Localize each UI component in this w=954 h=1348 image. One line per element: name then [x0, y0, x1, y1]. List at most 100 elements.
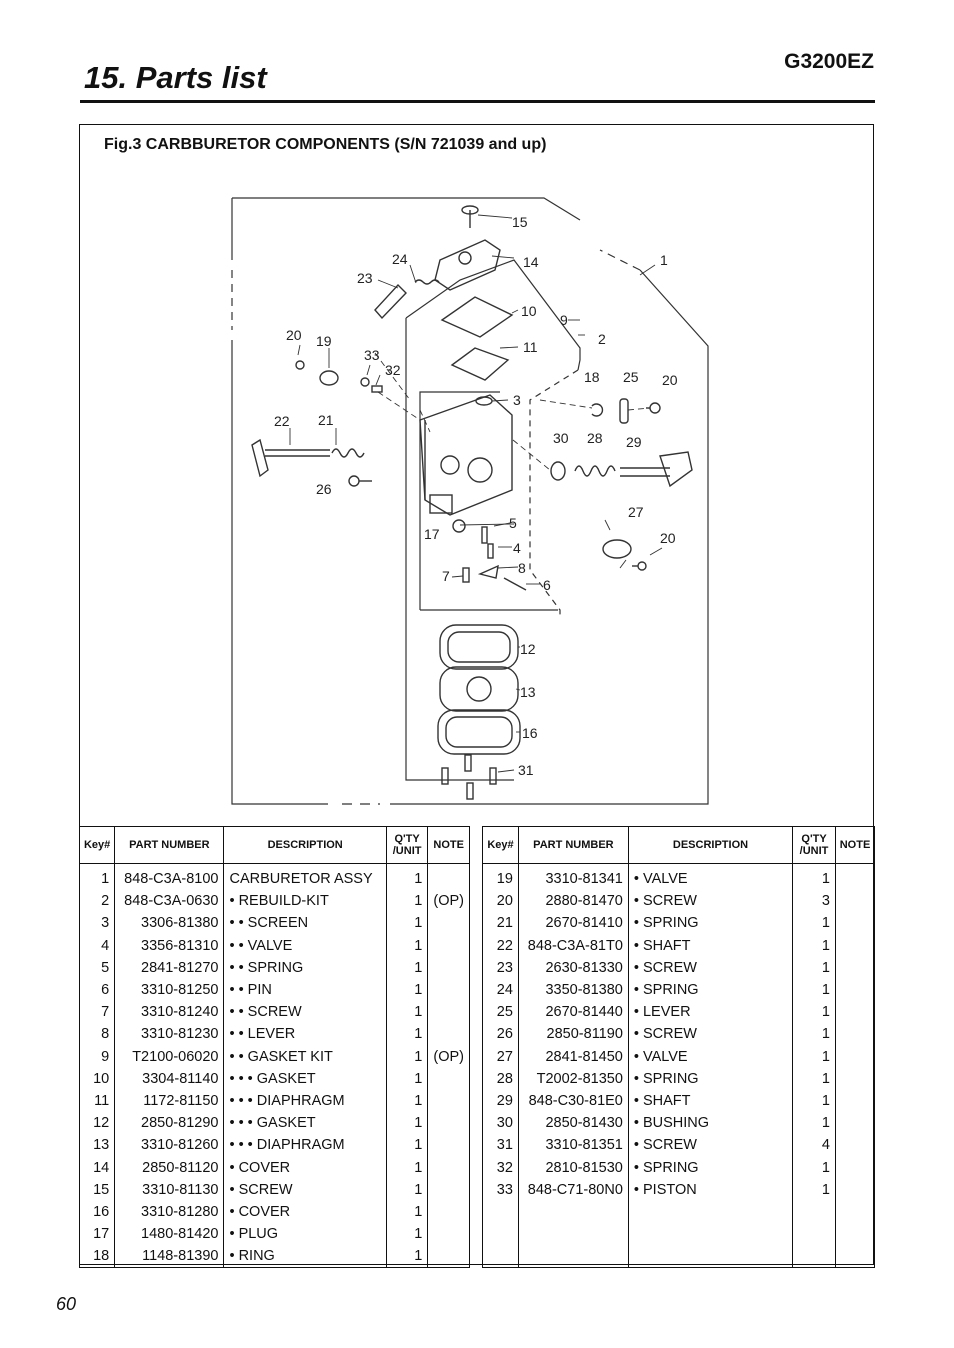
description-cell: • • SPRING — [223, 956, 387, 979]
note-cell — [427, 1178, 470, 1201]
header-part-number: PART NUMBER — [114, 826, 225, 864]
qty-cell: 1 — [385, 912, 429, 935]
note-cell — [427, 1001, 470, 1024]
part-number-cell: 3304-81140 — [114, 1067, 225, 1090]
part-number-cell: 3350-81380 — [517, 978, 629, 1002]
part-number-cell: 3310-81341 — [517, 863, 629, 891]
description-cell: • REBUILD-KIT — [223, 890, 387, 913]
description-cell: • SCREW — [627, 1134, 794, 1157]
note-cell — [835, 934, 875, 957]
key-cell: 27 — [482, 1045, 519, 1068]
part-number-cell: 2841-81270 — [114, 956, 225, 979]
key-cell: 11 — [78, 1089, 116, 1113]
note-cell — [835, 1045, 875, 1068]
description-cell: • LEVER — [627, 1001, 794, 1024]
note-cell — [835, 978, 875, 1002]
key-cell: 5 — [78, 956, 116, 979]
qty-cell: 1 — [385, 1067, 429, 1090]
description-cell: • SCREW — [223, 1178, 387, 1201]
qty-cell: 1 — [792, 1023, 836, 1046]
note-cell — [835, 1178, 875, 1201]
callout-19: 19 — [316, 333, 332, 349]
callout-18: 18 — [584, 369, 600, 385]
key-cell: 23 — [482, 956, 519, 979]
callout-27: 27 — [628, 504, 644, 520]
part-number-cell: 2630-81330 — [517, 956, 629, 979]
note-cell — [835, 1156, 875, 1179]
part-number-cell: 2850-81190 — [517, 1023, 629, 1046]
part-number-cell: 1480-81420 — [114, 1223, 225, 1246]
part-number-cell: 3310-81280 — [114, 1200, 225, 1223]
qty-cell — [792, 1245, 836, 1269]
description-cell: • • LEVER — [223, 1023, 387, 1046]
note-cell — [835, 956, 875, 979]
key-cell: 3 — [78, 912, 116, 935]
qty-cell: 1 — [385, 1001, 429, 1024]
part-number-cell: 2810-81530 — [517, 1156, 629, 1179]
description-cell: • • • DIAPHRAGM — [223, 1134, 387, 1157]
description-cell: • • GASKET KIT — [223, 1045, 387, 1068]
callout-32: 32 — [385, 362, 401, 378]
description-cell: • • • GASKET — [223, 1067, 387, 1090]
callout-22: 22 — [274, 413, 290, 429]
description-cell: • • VALVE — [223, 934, 387, 957]
qty-cell: 1 — [792, 1001, 836, 1024]
description-cell: • SPRING — [627, 1067, 794, 1090]
note-cell — [835, 1223, 875, 1246]
qty-cell: 1 — [385, 1023, 429, 1046]
header-note: NOTE — [427, 826, 470, 864]
qty-cell: 1 — [385, 1112, 429, 1135]
callout-7: 7 — [442, 568, 450, 584]
key-cell: 4 — [78, 934, 116, 957]
key-cell: 30 — [482, 1112, 519, 1135]
callout-9: 9 — [560, 312, 568, 328]
part-number-cell: 848-C3A-8100 — [114, 863, 225, 891]
callout-26: 26 — [316, 481, 332, 497]
qty-cell: 1 — [792, 978, 836, 1002]
part-number-cell — [517, 1223, 629, 1246]
part-number-cell: 848-C3A-81T0 — [517, 934, 629, 957]
description-cell: • SCREW — [627, 1023, 794, 1046]
header-description: DESCRIPTION — [627, 826, 794, 864]
key-cell — [482, 1223, 519, 1246]
table-header-row: Key# PART NUMBER DESCRIPTION Q'TY/UNIT N… — [78, 826, 470, 864]
parts-table-right: Key# PART NUMBER DESCRIPTION Q'TY/UNIT N… — [482, 826, 875, 1269]
note-cell — [835, 1112, 875, 1135]
note-cell — [427, 1023, 470, 1046]
note-cell — [427, 1156, 470, 1179]
key-cell: 16 — [78, 1200, 116, 1223]
note-cell — [427, 934, 470, 957]
key-cell: 15 — [78, 1178, 116, 1201]
key-cell — [482, 1200, 519, 1223]
callout-11: 11 — [523, 339, 538, 355]
qty-cell: 1 — [385, 1178, 429, 1201]
qty-cell: 1 — [792, 863, 836, 891]
description-cell: • • SCREEN — [223, 912, 387, 935]
note-cell — [427, 1112, 470, 1135]
part-number-cell: 1172-81150 — [114, 1089, 225, 1113]
key-cell: 20 — [482, 890, 519, 913]
key-cell: 29 — [482, 1089, 519, 1113]
key-cell: 8 — [78, 1023, 116, 1046]
note-cell — [427, 1067, 470, 1090]
description-cell: • PLUG — [223, 1223, 387, 1246]
qty-cell: 1 — [385, 1089, 429, 1113]
qty-cell: 1 — [792, 912, 836, 935]
description-cell: • SPRING — [627, 1156, 794, 1179]
callout-23: 23 — [357, 270, 373, 286]
